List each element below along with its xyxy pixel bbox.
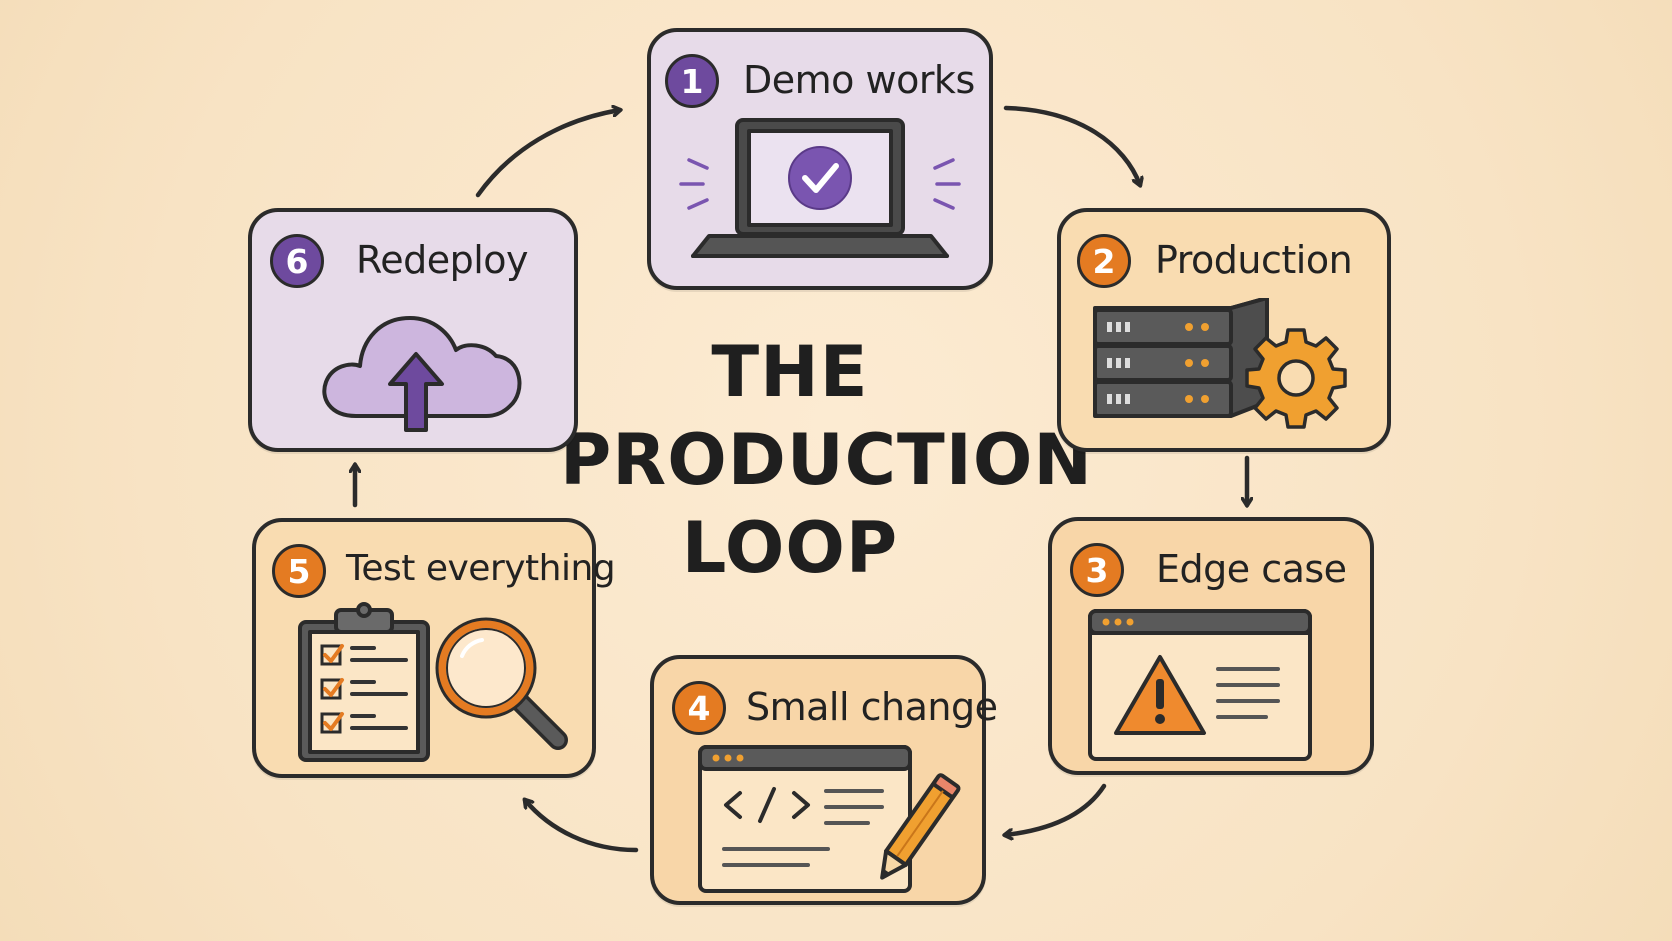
step-card-edge-case: 3 Edge case <box>1048 517 1374 775</box>
step-card-test-everything: 5 Test everything <box>252 518 616 778</box>
title-line-1: THE <box>711 331 869 413</box>
step-label: Production <box>1155 238 1353 282</box>
laptop-check-icon <box>679 118 961 258</box>
arrow-1-to-2 <box>1003 105 1140 185</box>
step-card-small-change: 4 Small change <box>650 655 998 905</box>
step-card-demo-works: 1 Demo works <box>647 28 993 290</box>
checklist-magnifier-icon <box>298 602 568 762</box>
step-number-badge: 3 <box>1070 543 1124 597</box>
step-number-badge: 2 <box>1077 234 1131 288</box>
cloud-upload-icon <box>322 316 522 432</box>
step-card-production: 2 Production <box>1057 208 1391 452</box>
diagram-title: THE PRODUCTION LOOP <box>560 328 1093 592</box>
step-label: Edge case <box>1156 547 1347 591</box>
title-line-2: PRODUCTION <box>560 419 1093 501</box>
title-line-3: LOOP <box>681 507 899 589</box>
step-label: Demo works <box>743 58 975 102</box>
arrow-6-to-1 <box>475 110 620 198</box>
server-gear-icon <box>1093 298 1347 429</box>
step-label: Small change <box>746 685 998 729</box>
step-label: Test everything <box>346 548 616 589</box>
code-edit-icon <box>698 745 961 893</box>
warning-window-icon <box>1088 609 1312 761</box>
step-number-badge: 6 <box>270 234 324 288</box>
step-number-badge: 5 <box>272 544 326 598</box>
step-number-badge: 1 <box>665 54 719 108</box>
step-card-redeploy: 6 Redeploy <box>248 208 578 452</box>
arrow-3-to-4 <box>1005 783 1107 835</box>
arrow-4-to-5 <box>525 800 639 853</box>
step-label: Redeploy <box>356 238 529 282</box>
step-number-badge: 4 <box>672 681 726 735</box>
